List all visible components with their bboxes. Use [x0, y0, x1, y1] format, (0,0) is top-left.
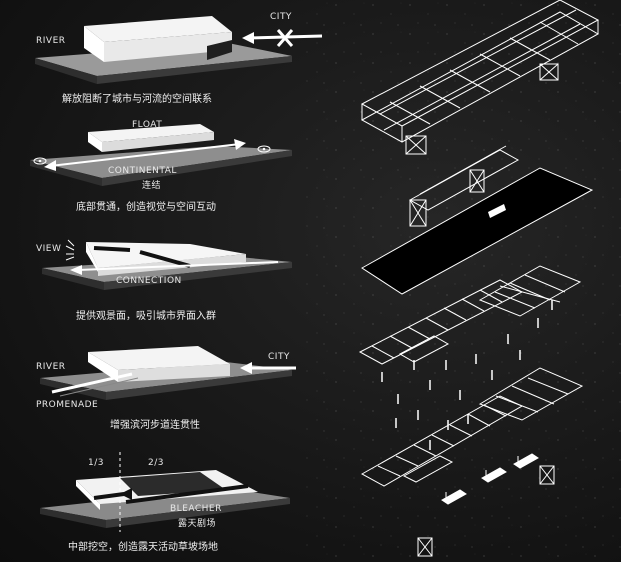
panel-1-diagram: [35, 16, 323, 84]
panel-5-ground: [40, 488, 290, 520]
panel-4-diagram: [40, 346, 296, 400]
label-river: RIVER: [36, 362, 66, 372]
panel-2-ground: [30, 146, 292, 178]
label-float: FLOAT: [132, 120, 163, 130]
panel-3-diagram: [42, 239, 292, 290]
starfield-texture: [300, 0, 621, 562]
panel-5-courtyard-void: [120, 472, 226, 496]
panel-5-caption: 中部挖空，创造露天活动草坡场地: [68, 542, 218, 553]
label-river: RIVER: [36, 36, 66, 46]
label-promenade: PROMENADE: [36, 400, 99, 410]
black-slab-layer: [361, 167, 594, 295]
panel-3-connection-arrow: [77, 261, 279, 271]
panel-1-block-top: [84, 16, 232, 42]
sun-burst-icon: [65, 239, 75, 261]
panel-5-bleacher-arrow: [125, 484, 249, 504]
panel-4-promenade-arrow: [51, 372, 133, 394]
label-continental-cn: 连结: [142, 181, 162, 191]
axonometric-exploded-stack: [358, 0, 600, 557]
label-city: CITY: [268, 352, 290, 362]
panel-1-caption: 解放阻断了城市与河流的空间联系: [62, 94, 212, 105]
panel-4-block: [88, 346, 230, 370]
grid-layer-upper: [358, 265, 582, 365]
panel-3-caption: 提供观景面，吸引城市界面入群: [76, 311, 216, 322]
label-one-third: 1/3: [88, 458, 104, 468]
panel-2-connection-arrow: [49, 143, 241, 167]
eye-icon: [257, 145, 271, 153]
panel-3-view-arrow: [93, 246, 131, 252]
panel-4-caption: 增强滨河步道连贯性: [110, 420, 200, 431]
label-connection: CONNECTION: [116, 276, 182, 286]
panel-2-float-block: [88, 124, 214, 142]
lower-supports: [417, 453, 555, 557]
eye-icon: [33, 157, 47, 165]
label-bleacher-cn: 露天剧场: [178, 519, 217, 529]
top-frame-layer: [360, 0, 600, 155]
label-city: CITY: [270, 12, 292, 22]
label-continental: CONTINENTAL: [108, 166, 177, 176]
middle-frame-layer: [408, 145, 520, 227]
panel-2-caption: 底部贯通，创造视觉与空间互动: [76, 202, 216, 213]
label-view: VIEW: [36, 244, 62, 254]
panel-5-diagram: [40, 452, 290, 532]
label-two-thirds: 2/3: [148, 458, 164, 468]
panel-2-diagram: [30, 124, 292, 186]
panel-1-block-front: [84, 26, 104, 62]
label-bleacher: BLEACHER: [170, 504, 222, 514]
hanging-ticks: [381, 300, 553, 450]
grid-layer-lower: [360, 367, 584, 487]
